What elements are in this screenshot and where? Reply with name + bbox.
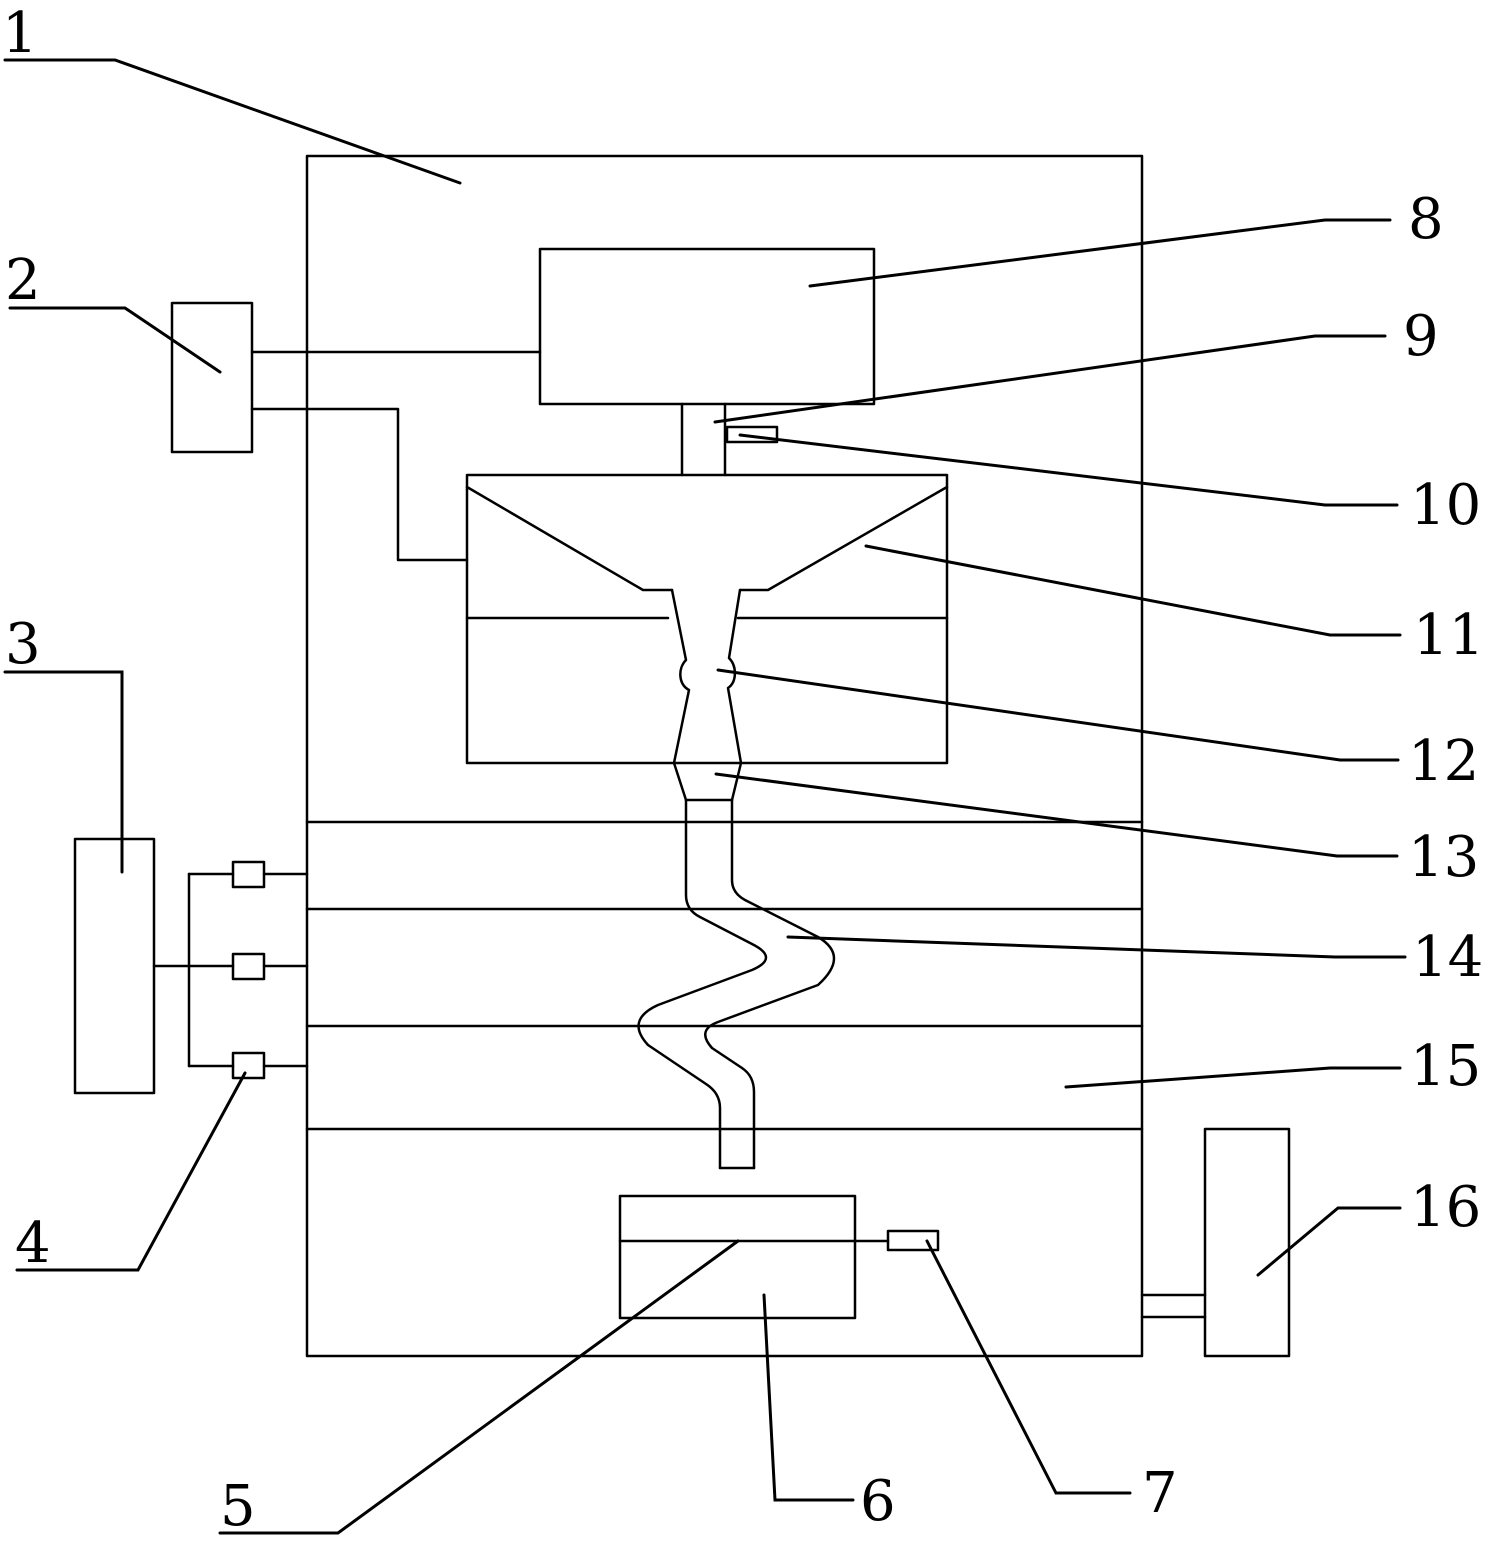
label-2: 2	[5, 248, 41, 313]
leader-8	[808, 218, 1392, 288]
leader-15	[1064, 1066, 1402, 1089]
label-14: 14	[1412, 925, 1483, 990]
top-box	[538, 247, 876, 406]
fitting-top	[231, 860, 266, 889]
label-1: 1	[2, 1, 38, 66]
serpentine-tube-right	[704, 798, 836, 1170]
leader-6	[762, 1293, 855, 1502]
fitting-bottom	[231, 1051, 266, 1080]
leader-16	[1256, 1206, 1402, 1277]
leader-4	[15, 1071, 247, 1272]
serpentine-tube-left	[637, 798, 768, 1170]
leader-14	[786, 935, 1407, 959]
label-15: 15	[1410, 1034, 1481, 1099]
fitting-middle	[231, 952, 266, 981]
external-unit	[1203, 1127, 1291, 1358]
throat-right-wall	[726, 588, 743, 802]
valve	[725, 425, 779, 444]
label-7: 7	[1142, 1461, 1178, 1526]
leader-3	[3, 670, 124, 874]
control-wire-lower	[250, 407, 469, 562]
label-4: 4	[15, 1211, 51, 1276]
leader-2	[8, 306, 222, 374]
label-5: 5	[220, 1474, 256, 1539]
leader-11	[864, 544, 1402, 637]
label-10: 10	[1410, 473, 1481, 538]
label-6: 6	[860, 1469, 896, 1534]
main-housing	[305, 154, 1144, 1358]
leader-1	[3, 58, 462, 185]
label-12: 12	[1408, 729, 1479, 794]
label-9: 9	[1403, 304, 1439, 369]
sensor	[886, 1229, 940, 1252]
control-box	[170, 301, 254, 454]
leader-13	[714, 772, 1399, 858]
throat-left-wall	[670, 588, 691, 802]
label-8: 8	[1408, 187, 1444, 252]
label-3: 3	[5, 612, 41, 677]
label-16: 16	[1410, 1175, 1481, 1240]
label-13: 13	[1408, 825, 1479, 890]
leader-7	[925, 1239, 1132, 1495]
side-box	[73, 837, 156, 1095]
collection-tray	[618, 1194, 857, 1320]
hopper-right-wall	[738, 485, 949, 592]
leader-9	[713, 334, 1387, 424]
leader-5	[218, 1239, 740, 1535]
leader-10	[738, 433, 1399, 507]
label-11: 11	[1413, 603, 1484, 668]
leader-12	[716, 668, 1400, 762]
hopper-left-wall	[465, 485, 674, 592]
